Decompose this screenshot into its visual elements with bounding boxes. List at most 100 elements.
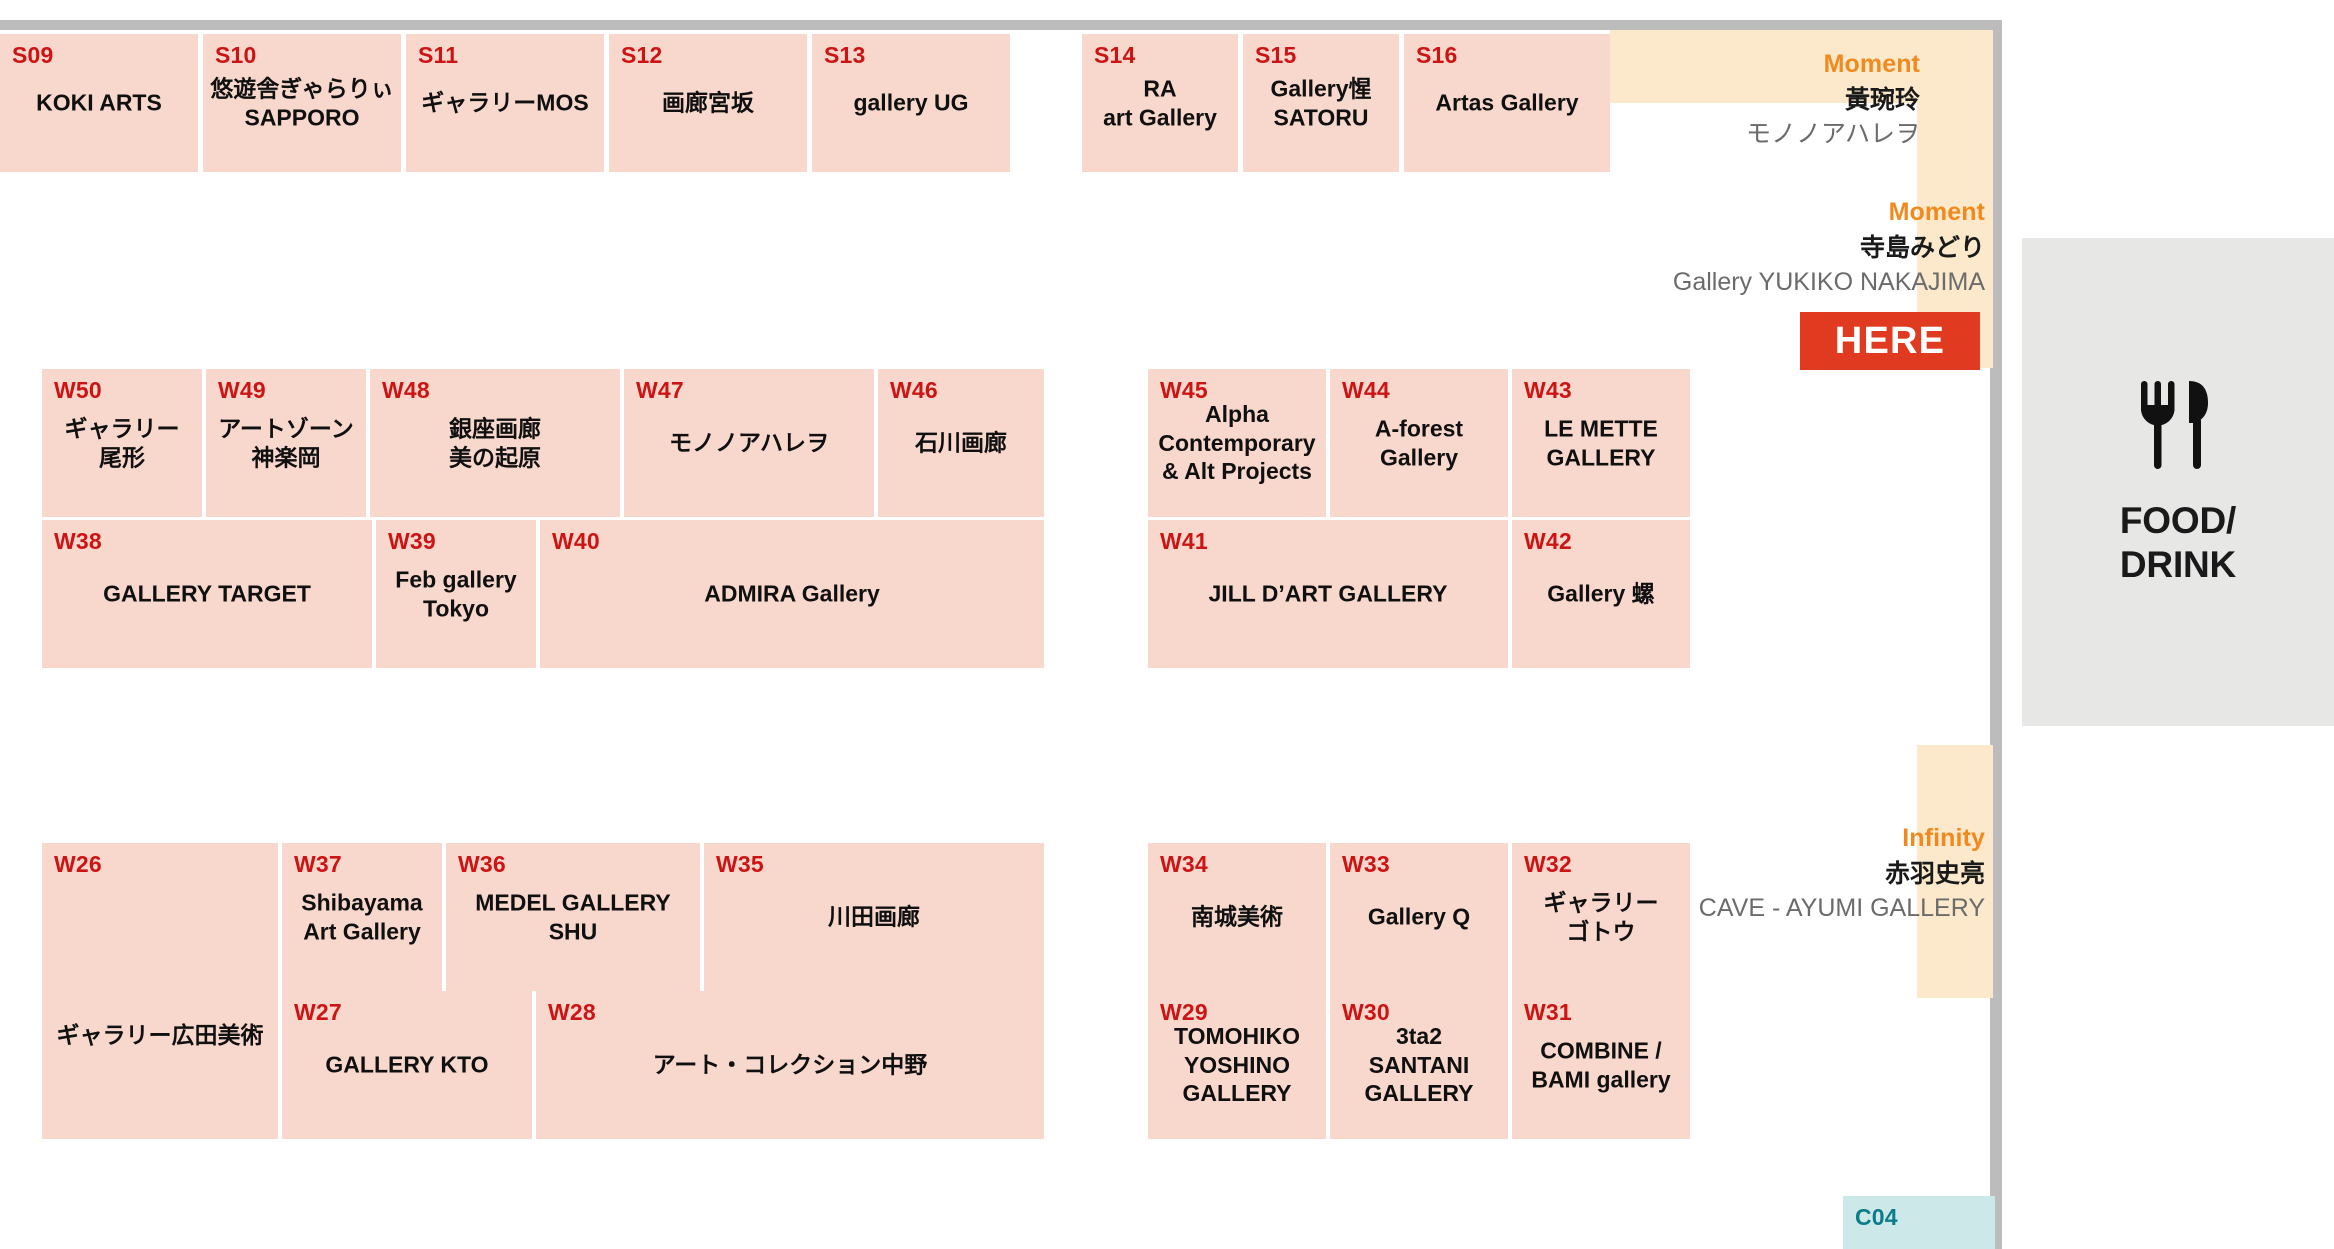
food-drink-label: FOOD/DRINK [2119, 500, 2237, 585]
booth-code: C04 [1855, 1204, 1898, 1230]
booth-w42[interactable]: W42 Gallery 螺 [1512, 520, 1690, 668]
booth-w50[interactable]: W50 ギャラリー尾形 [42, 369, 202, 517]
booth-name: Gallery Q [1367, 903, 1471, 930]
booth-name: ADMIRA Gallery [704, 580, 880, 607]
booth-w46[interactable]: W46 石川画廊 [878, 369, 1044, 517]
infinity-brand: Infinity [1902, 824, 1985, 852]
booth-w41[interactable]: W41 JILL D’ART GALLERY [1148, 520, 1508, 668]
moment-top-label: Moment 黃琬玲 モノノアハレヲ [1330, 48, 1920, 150]
here-marker[interactable]: HERE [1800, 312, 1980, 370]
booth-code: W39 [388, 528, 436, 554]
booth-code: W28 [548, 999, 596, 1025]
booth-code: W26 [54, 851, 102, 877]
booth-name: モノノアハレヲ [668, 429, 830, 456]
booth-name: GALLERY TARGET [103, 580, 311, 607]
booth-name: ギャラリー尾形 [64, 415, 180, 470]
booth-code: W45 [1160, 377, 1208, 403]
booth-code: W41 [1160, 528, 1208, 554]
booth-w48[interactable]: W48 銀座画廊美の起原 [370, 369, 620, 517]
infinity-zone-panel [1917, 745, 1993, 998]
booth-name: COMBINE /BAMI gallery [1531, 1037, 1671, 1092]
moment-top-artist: 黃琬玲 [1844, 86, 1920, 114]
booth-code: W46 [890, 377, 938, 403]
booth-code: W50 [54, 377, 102, 403]
booth-s12[interactable]: S12 画廊宮坂 [609, 34, 807, 172]
booth-code: W47 [636, 377, 684, 403]
booth-name: gallery UG [853, 89, 969, 116]
moment-lower-gallery: Gallery YUKIKO NAKAJIMA [1672, 268, 1985, 296]
booth-code: W27 [294, 999, 342, 1025]
infinity-artist: 赤羽史亮 [1884, 860, 1985, 888]
booth-code: S15 [1255, 42, 1297, 68]
booth-name: GALLERY KTO [325, 1051, 489, 1078]
booth-name: Artas Gallery [1435, 89, 1579, 116]
booth-s13[interactable]: S13 gallery UG [812, 34, 1010, 172]
booth-code: W33 [1342, 851, 1390, 877]
booth-code: W40 [552, 528, 600, 554]
booth-code: W29 [1160, 999, 1208, 1025]
booth-code: S13 [824, 42, 866, 68]
booth-w32[interactable]: W32 ギャラリーゴトウ [1512, 843, 1690, 991]
booth-s16[interactable]: S16 Artas Gallery [1404, 34, 1610, 172]
booth-code: S10 [215, 42, 257, 68]
booth-code: S16 [1416, 42, 1458, 68]
booth-name: 川田画廊 [828, 903, 920, 930]
booth-w38[interactable]: W38 GALLERY TARGET [42, 520, 372, 668]
booth-code: W32 [1524, 851, 1572, 877]
infinity-label: Infinity 赤羽史亮 CAVE - AYUMI GALLERY [1330, 822, 1985, 924]
moment-lower-label: Moment 寺島みどり Gallery YUKIKO NAKAJIMA [1380, 196, 1985, 298]
booth-c04[interactable]: C04 [1843, 1196, 1995, 1249]
booth-w26[interactable]: W26 ギャラリー広田美術 [42, 843, 278, 1139]
booth-w31[interactable]: W31 COMBINE /BAMI gallery [1512, 991, 1690, 1139]
booth-w35[interactable]: W35 川田画廊 [704, 843, 1044, 991]
booth-w34[interactable]: W34 南城美術 [1148, 843, 1326, 991]
booth-code: S09 [12, 42, 54, 68]
booth-s11[interactable]: S11 ギャラリーMOS [406, 34, 604, 172]
booth-code: W42 [1524, 528, 1572, 554]
infinity-gallery: CAVE - AYUMI GALLERY [1698, 894, 1985, 922]
booth-s09[interactable]: S09 KOKI ARTS [0, 34, 198, 172]
moment-top-gallery: モノノアハレヲ [1745, 120, 1920, 148]
booth-name: アート・コレクション中野 [652, 1051, 928, 1078]
booth-w27[interactable]: W27 GALLERY KTO [282, 991, 532, 1139]
booth-name: ギャラリー広田美術 [56, 1022, 264, 1048]
booth-name: 南城美術 [1191, 903, 1283, 930]
here-marker-label: HERE [1834, 319, 1946, 362]
booth-w40[interactable]: W40 ADMIRA Gallery [540, 520, 1044, 668]
booth-code: W43 [1524, 377, 1572, 403]
booth-w47[interactable]: W47 モノノアハレヲ [624, 369, 874, 517]
booth-w28[interactable]: W28 アート・コレクション中野 [536, 991, 1044, 1139]
moment-lower-brand: Moment [1888, 198, 1985, 226]
booth-w49[interactable]: W49 アートゾーン神楽岡 [206, 369, 366, 517]
booth-code: S14 [1094, 42, 1136, 68]
fork-knife-icon [2141, 381, 2208, 470]
booth-name: KOKI ARTS [36, 89, 162, 116]
booth-code: W30 [1342, 999, 1390, 1025]
booth-code: W36 [458, 851, 506, 877]
moment-top-brand: Moment [1823, 50, 1920, 78]
food-drink-zone[interactable]: FOOD/DRINK [2022, 238, 2334, 726]
booth-code: W31 [1524, 999, 1572, 1025]
booth-w33[interactable]: W33 Gallery Q [1330, 843, 1508, 991]
booth-code: S11 [418, 42, 459, 68]
